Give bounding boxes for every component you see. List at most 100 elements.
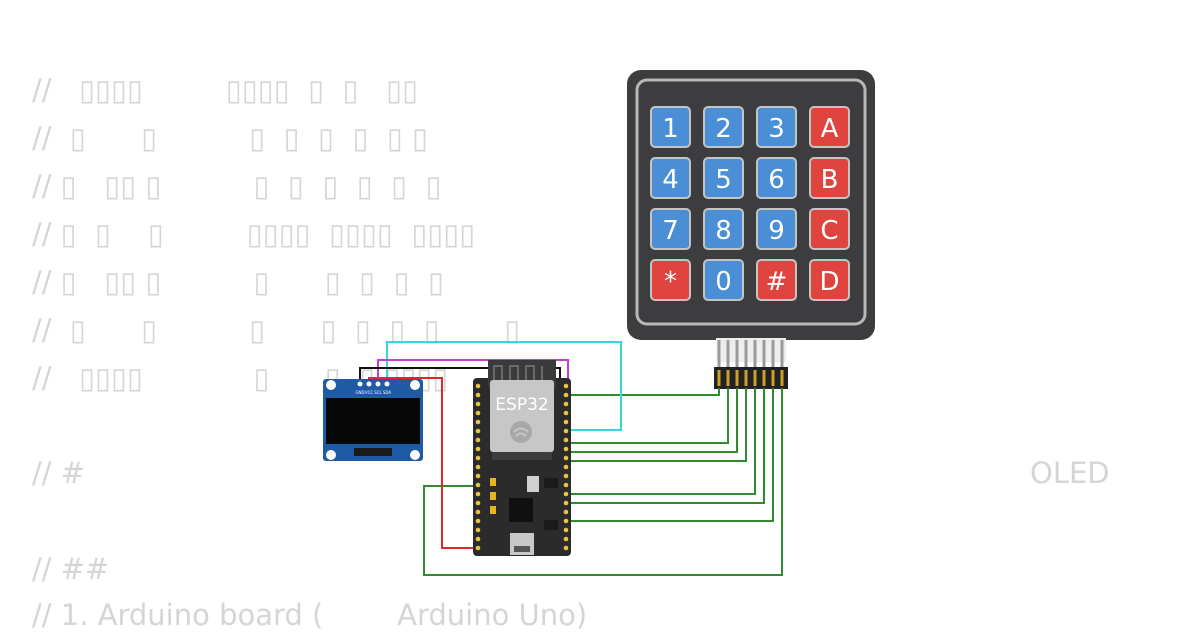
key-label: 7 [662,216,679,246]
key-B[interactable]: B [809,157,850,199]
esp32-pin-left[interactable] [475,401,481,407]
esp32-pin-right[interactable] [563,392,569,398]
esp32-pin-left[interactable] [475,536,481,542]
keypad-pin[interactable] [771,370,775,386]
code-line: // ▯ ▯▯ ▯ ▯ ▯ ▯ ▯ ▯ ▯ [32,169,442,203]
keypad-pin[interactable] [762,370,766,386]
key-label: 3 [768,114,785,144]
esp32-pin-right[interactable] [563,536,569,542]
key-4[interactable]: 4 [650,157,691,199]
esp32-pin-left[interactable] [475,518,481,524]
key-A[interactable]: A [809,106,850,148]
esp32-pin-left[interactable] [475,464,481,470]
oled-pin-scl[interactable] [375,381,381,387]
key-1[interactable]: 1 [650,106,691,148]
key-2[interactable]: 2 [703,106,744,148]
key-8[interactable]: 8 [703,208,744,250]
key-6[interactable]: 6 [756,157,797,199]
esp32-pin-right[interactable] [563,527,569,533]
key-7[interactable]: 7 [650,208,691,250]
keypad-pin[interactable] [717,370,721,386]
esp32-pin-left[interactable] [475,482,481,488]
esp32-pin-right[interactable] [563,410,569,416]
keypad-pin[interactable] [744,370,748,386]
esp32-pin-right[interactable] [563,437,569,443]
key-3[interactable]: 3 [756,106,797,148]
oled-pin-label: GND [355,390,364,395]
esp32-pin-left[interactable] [475,392,481,398]
key-D[interactable]: D [809,259,850,301]
esp32-pin-left[interactable] [475,437,481,443]
esp32-pin-right[interactable] [563,419,569,425]
esp32-pin-right[interactable] [563,455,569,461]
wire-green [566,388,747,462]
code-line: // ▯▯▯▯ ▯▯▯▯ ▯ ▯ ▯▯ [32,73,419,107]
esp32-pin-left[interactable] [475,410,481,416]
esp32-pin-right[interactable] [563,491,569,497]
keypad-pin[interactable] [726,370,730,386]
esp32-pin-left[interactable] [475,500,481,506]
key-*[interactable]: * [650,259,691,301]
esp32-pin-left[interactable] [475,383,481,389]
en-button[interactable] [544,478,558,488]
esp32-pin-right[interactable] [563,482,569,488]
key-C[interactable]: C [809,208,850,250]
oled-pin-sda[interactable] [384,381,390,387]
keypad-pin[interactable] [780,370,784,386]
oled-pin-gnd[interactable] [357,381,363,387]
esp32-pin-right[interactable] [563,509,569,515]
code-line: // ▯ ▯ ▯ ▯ ▯ ▯ ▯ ▯ [32,313,521,347]
wire-green [566,388,765,504]
esp32-pin-left[interactable] [475,446,481,452]
esp32-pin-right[interactable] [563,545,569,551]
key-label: A [821,114,839,144]
key-label: 4 [662,165,679,195]
esp32-pin-left[interactable] [475,473,481,479]
esp32-pin-left[interactable] [475,545,481,551]
wire-green [566,388,729,444]
esp32-pin-right[interactable] [563,500,569,506]
key-label: C [820,216,838,246]
key-cap [703,157,744,199]
key-label: 6 [768,165,785,195]
key-cap [703,106,744,148]
key-label: 0 [715,267,732,297]
boot-button[interactable] [544,520,558,530]
esp32-board[interactable]: ESP32 [473,360,571,556]
esp32-header-pins[interactable] [475,383,569,551]
keypad-pin[interactable] [753,370,757,386]
esp32-pin-right[interactable] [563,464,569,470]
keypad-pin[interactable] [735,370,739,386]
key-label: 8 [715,216,732,246]
key-label: # [766,267,788,297]
esp32-pin-left[interactable] [475,455,481,461]
esp32-pin-right[interactable] [563,473,569,479]
esp32-pin-left[interactable] [475,509,481,515]
esp32-pin-right[interactable] [563,446,569,452]
key-0[interactable]: 0 [703,259,744,301]
wire-black [359,367,561,383]
oled-screen [326,398,420,444]
esp32-pin-right[interactable] [563,428,569,434]
esp32-pin-left[interactable] [475,527,481,533]
key-5[interactable]: 5 [703,157,744,199]
key-cap [650,259,691,301]
esp32-pin-right[interactable] [563,383,569,389]
esp32-pin-left[interactable] [475,428,481,434]
key-cap [650,106,691,148]
esp32-pin-left[interactable] [475,491,481,497]
wire-green [566,388,774,522]
oled-pin-label: SCL [374,390,382,395]
esp32-pin-left[interactable] [475,419,481,425]
keypad-frame [635,78,867,326]
key-label: 1 [662,114,679,144]
esp32-pin-right[interactable] [563,518,569,524]
key-9[interactable]: 9 [756,208,797,250]
esp32-pin-right[interactable] [563,401,569,407]
oled-pin-vcc[interactable] [366,381,372,387]
key-#[interactable]: # [756,259,797,301]
oled-display[interactable]: GND VCC SCL SDA [323,379,423,461]
